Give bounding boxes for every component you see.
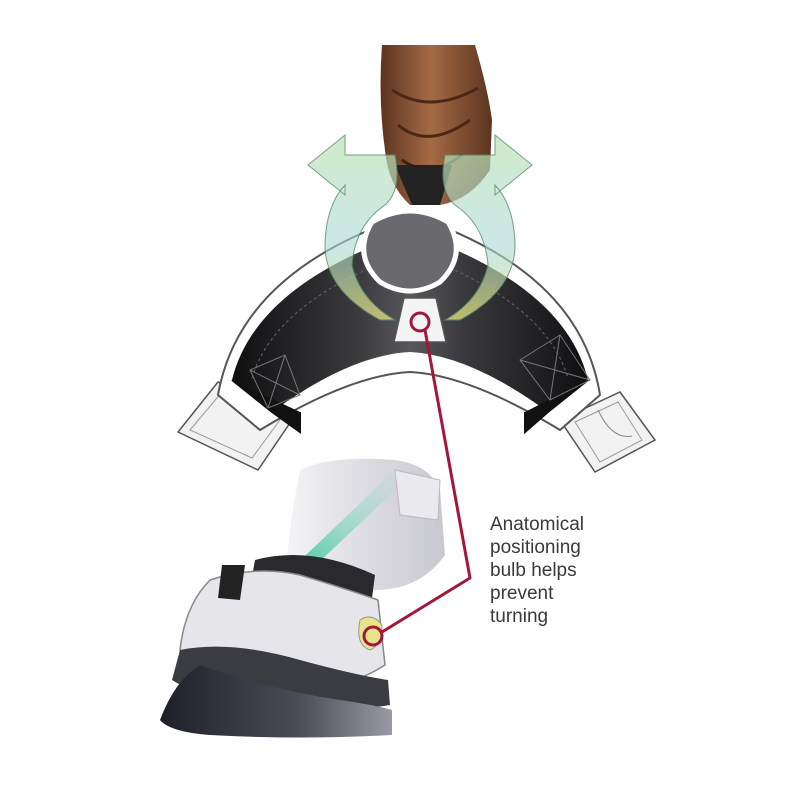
side-panel-left bbox=[249, 354, 301, 409]
callout-label: Anatomical positioning bulb helps preven… bbox=[490, 513, 650, 628]
positioning-bulb-icon bbox=[393, 297, 447, 343]
hoof-boot-side-view bbox=[160, 458, 445, 738]
callout-line-2: positioning bbox=[490, 537, 581, 558]
rotation-arrow-icon bbox=[307, 133, 533, 321]
right-strap bbox=[558, 391, 657, 473]
callout-line-5: turning bbox=[490, 606, 549, 627]
callout-line-4: prevent bbox=[490, 583, 554, 604]
side-panel-right bbox=[519, 334, 591, 401]
callout-line-3: bulb helps bbox=[490, 560, 577, 581]
callout-line-1: Anatomical bbox=[490, 514, 584, 535]
callout-connector bbox=[362, 311, 472, 647]
tendon-highlight bbox=[285, 470, 408, 580]
boot-top-view bbox=[176, 208, 657, 473]
